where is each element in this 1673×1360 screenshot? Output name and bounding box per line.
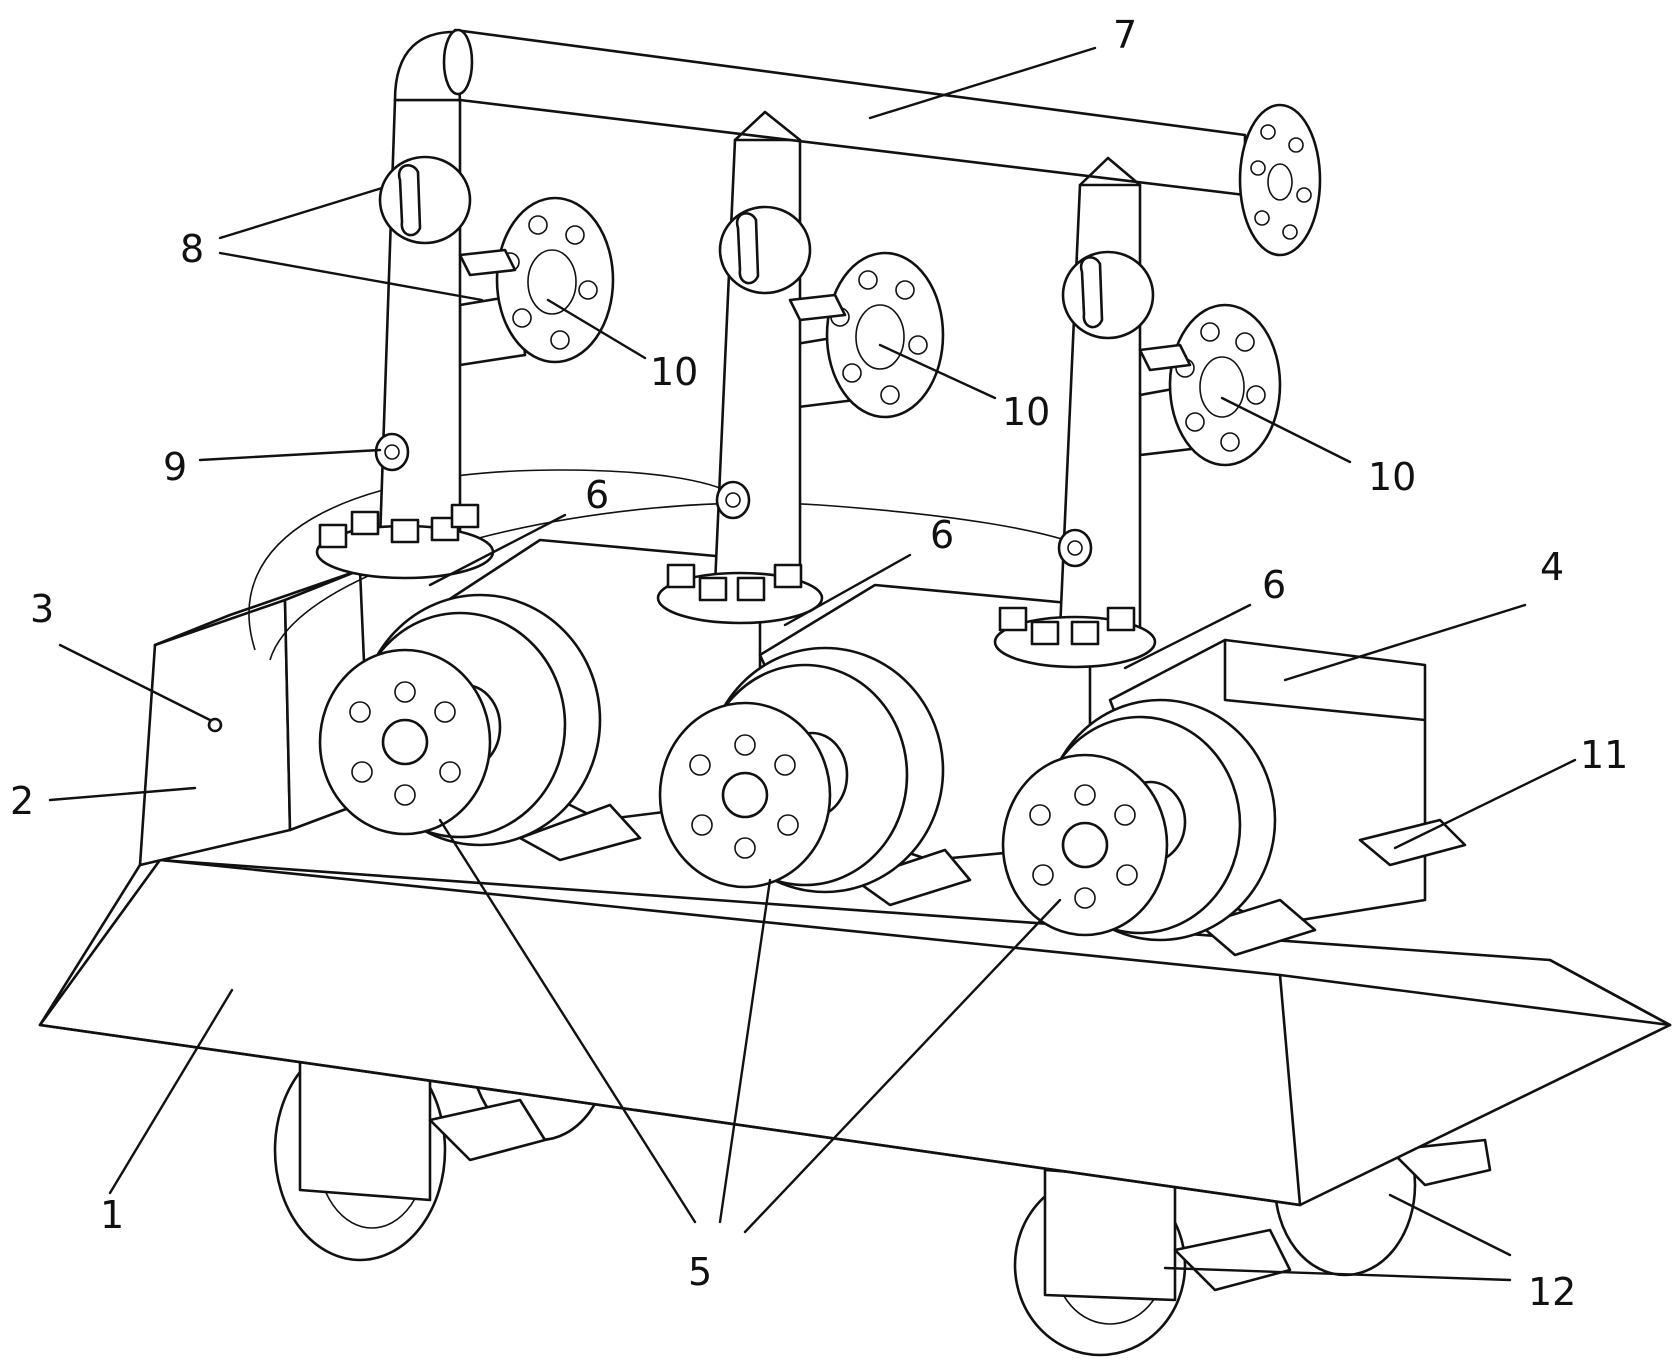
label-8: 8 bbox=[180, 227, 204, 271]
outlet-flanges bbox=[458, 196, 1282, 467]
part-labels: 1 2 3 4 5 6 6 6 7 8 9 10 10 10 11 12 bbox=[10, 13, 1628, 1314]
leader-12b bbox=[1163, 1266, 1512, 1282]
label-5: 5 bbox=[688, 1250, 712, 1294]
pump-head-3 bbox=[1001, 698, 1277, 942]
label-7: 7 bbox=[1113, 13, 1137, 57]
label-10-a: 10 bbox=[650, 350, 698, 394]
pressure-gauges bbox=[374, 432, 1093, 568]
label-3: 3 bbox=[30, 587, 54, 631]
leader-5b bbox=[718, 878, 772, 1224]
leader-5a bbox=[438, 818, 697, 1224]
leader-8b bbox=[218, 251, 484, 302]
leader-12a bbox=[1388, 1193, 1512, 1257]
valves bbox=[378, 155, 1192, 372]
label-12: 12 bbox=[1528, 1270, 1576, 1314]
label-11: 11 bbox=[1580, 733, 1628, 777]
manifold-end-flange bbox=[1238, 103, 1322, 257]
leader-3 bbox=[58, 643, 212, 722]
leader-8a bbox=[218, 186, 384, 240]
label-2: 2 bbox=[10, 779, 34, 823]
leader-4 bbox=[1283, 603, 1527, 682]
pipe-flange-2 bbox=[656, 563, 824, 625]
label-6-b: 6 bbox=[930, 513, 954, 557]
label-1: 1 bbox=[100, 1193, 124, 1237]
label-9: 9 bbox=[163, 445, 187, 489]
outlet-flange-1 bbox=[458, 196, 615, 367]
leader-6c bbox=[1123, 603, 1252, 670]
outlet-flange-2 bbox=[788, 251, 945, 419]
leader-9 bbox=[198, 448, 382, 462]
leader-11 bbox=[1393, 758, 1577, 850]
pump-head-1 bbox=[318, 593, 602, 847]
pipe-flange-1 bbox=[315, 503, 495, 580]
leader-5c bbox=[743, 898, 1062, 1234]
pipe-flanges bbox=[315, 503, 1157, 669]
label-6-a: 6 bbox=[585, 473, 609, 517]
label-10-b: 10 bbox=[1002, 390, 1050, 434]
leader-2 bbox=[48, 786, 197, 802]
leader-7 bbox=[868, 46, 1097, 120]
leader-10a bbox=[546, 298, 647, 360]
pipe-flange-3 bbox=[993, 606, 1157, 669]
leader-6b bbox=[783, 553, 912, 627]
leader-6a bbox=[428, 513, 567, 587]
label-4: 4 bbox=[1540, 545, 1564, 589]
outlet-flange-3 bbox=[1138, 303, 1282, 467]
leader-10b bbox=[878, 343, 997, 400]
indicator-light bbox=[207, 717, 223, 733]
pump-head-2 bbox=[658, 646, 945, 894]
leader-1 bbox=[108, 988, 234, 1195]
label-6-c: 6 bbox=[1262, 563, 1286, 607]
label-10-c: 10 bbox=[1368, 455, 1416, 499]
leader-10c bbox=[1220, 396, 1352, 464]
leader-lines bbox=[48, 46, 1577, 1282]
manifold-pipe bbox=[393, 28, 1322, 257]
